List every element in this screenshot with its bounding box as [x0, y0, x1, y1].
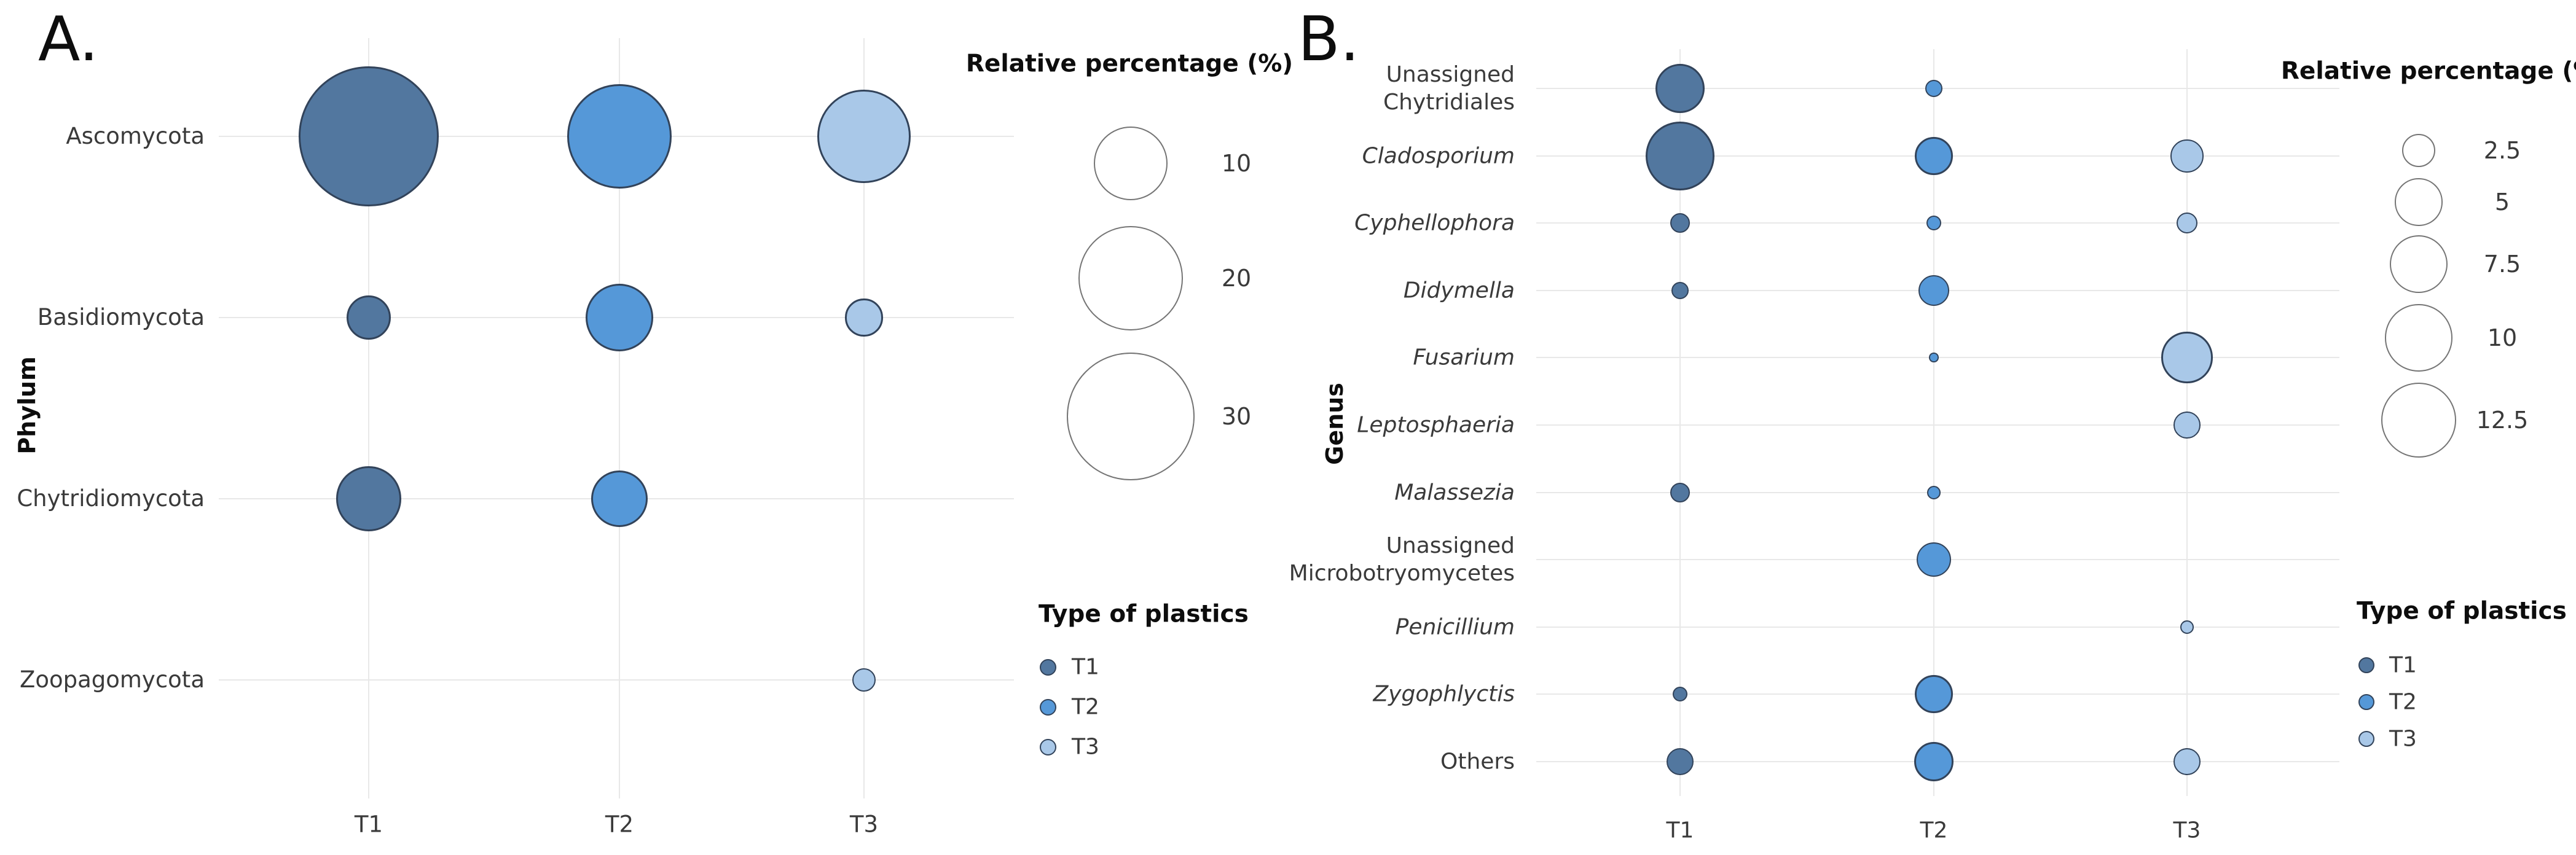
size-legend-label-b-10: 10 [2487, 324, 2518, 351]
size-legend-circle-b-2.5 [2401, 133, 2436, 168]
size-legend-label-a-20: 20 [1221, 265, 1252, 292]
gridline-h-b-5 [1536, 424, 2339, 426]
bubble-b-10-T1 [1666, 748, 1694, 776]
panel-a-label: A. [38, 3, 99, 75]
color-legend-swatch-a-T2 [1039, 698, 1056, 716]
x-tick-a-T2: T2 [605, 811, 634, 838]
gridline-v-b-T1 [1679, 49, 1681, 796]
size-legend-circle-b-7.5 [2389, 235, 2448, 294]
bubble-b-4-T3 [2161, 332, 2213, 383]
x-tick-b-T3: T3 [2173, 818, 2201, 843]
bubble-b-8-T3 [2180, 620, 2194, 634]
color-legend-swatch-a-T3 [1039, 738, 1056, 755]
bubble-b-10-T2 [1914, 741, 1954, 782]
color-legend-swatch-b-T2 [2358, 694, 2374, 710]
y-tick-b-7: Unassigned Microbotryomycetes [1289, 533, 1515, 586]
y-tick-b-3: Didymella [1403, 278, 1515, 303]
bubble-b-0-T1 [1655, 63, 1705, 114]
bubble-a-2-T2 [591, 470, 648, 528]
color-legend-label-a-T1: T1 [1072, 654, 1099, 680]
bubble-b-2-T2 [1926, 215, 1942, 231]
bubble-a-0-T2 [567, 84, 672, 189]
y-tick-a-2: Chytridiomycota [17, 485, 205, 512]
bubble-b-4-T2 [1929, 353, 1939, 362]
bubble-a-1-T3 [845, 299, 883, 337]
size-legend-circle-b-10 [2385, 304, 2452, 372]
color-legend-label-b-T3: T3 [2389, 726, 2417, 752]
gridline-v-a-T3 [863, 38, 865, 798]
bubble-b-6-T1 [1670, 482, 1690, 503]
color-legend-label-b-T2: T2 [2389, 689, 2417, 715]
bubble-b-2-T3 [2176, 212, 2198, 234]
gridline-v-a-T1 [368, 38, 369, 798]
x-tick-a-T3: T3 [849, 811, 879, 838]
y-tick-a-0: Ascomycota [66, 123, 205, 149]
panel-a-color-legend-title: Type of plastics [1039, 600, 1249, 628]
panel-a-y-axis-title: Phylum [14, 356, 41, 455]
panel-b-color-legend-title: Type of plastics [2357, 597, 2567, 625]
bubble-a-0-T1 [299, 66, 439, 206]
y-tick-a-3: Zoopagomycota [19, 666, 205, 693]
bubble-b-1-T2 [1915, 137, 1953, 175]
size-legend-circle-a-10 [1094, 127, 1168, 200]
color-legend-swatch-b-T3 [2358, 731, 2374, 747]
x-tick-b-T2: T2 [1920, 818, 1948, 843]
size-legend-circle-b-12.5 [2381, 383, 2456, 458]
x-tick-b-T1: T1 [1666, 818, 1694, 843]
size-legend-label-b-2.5: 2.5 [2483, 137, 2521, 164]
y-tick-b-10: Others [1440, 749, 1515, 775]
y-tick-a-1: Basidiomycota [37, 304, 205, 330]
bubble-a-0-T3 [817, 90, 911, 183]
bubble-a-1-T2 [586, 284, 653, 351]
bubble-b-10-T3 [2173, 748, 2201, 776]
y-tick-b-8: Penicillium [1395, 614, 1515, 640]
bubble-a-1-T1 [347, 295, 391, 340]
bubble-b-3-T2 [1918, 275, 1949, 306]
panel-a-size-legend-title: Relative percentage (%) [965, 50, 1294, 78]
y-tick-b-6: Malassezia [1394, 480, 1515, 506]
y-tick-b-5: Leptosphaeria [1357, 412, 1515, 438]
bubble-a-3-T3 [852, 668, 876, 692]
bubble-b-1-T3 [2170, 139, 2204, 173]
size-legend-circle-a-30 [1067, 353, 1195, 480]
bubble-b-9-T1 [1672, 686, 1688, 702]
bubble-b-5-T3 [2174, 412, 2201, 439]
color-legend-label-a-T3: T3 [1072, 734, 1099, 760]
bubble-b-1-T1 [1646, 122, 1714, 190]
gridline-h-b-8 [1536, 627, 2339, 628]
gridline-h-a-3 [219, 679, 1014, 681]
color-legend-label-b-T1: T1 [2389, 652, 2417, 678]
bubble-b-3-T1 [1671, 281, 1689, 300]
size-legend-label-b-5: 5 [2494, 189, 2510, 216]
size-legend-label-a-10: 10 [1221, 150, 1252, 177]
y-tick-b-2: Cyphellophora [1354, 210, 1515, 236]
y-tick-b-0: Unassigned Chytridiales [1383, 62, 1515, 115]
bubble-b-9-T2 [1915, 675, 1953, 713]
y-tick-b-1: Cladosporium [1362, 143, 1515, 169]
gridline-v-b-T2 [1933, 49, 1934, 796]
y-tick-b-4: Fusarium [1413, 345, 1515, 370]
bubble-b-0-T2 [1925, 79, 1943, 98]
bubble-b-6-T2 [1927, 486, 1941, 499]
size-legend-circle-b-5 [2395, 178, 2443, 226]
size-legend-label-b-7.5: 7.5 [2483, 251, 2521, 278]
x-tick-a-T1: T1 [354, 811, 383, 838]
y-tick-b-9: Zygophlyctis [1373, 681, 1515, 707]
size-legend-label-a-30: 30 [1221, 403, 1252, 430]
size-legend-label-b-12.5: 12.5 [2476, 407, 2529, 434]
size-legend-circle-a-20 [1078, 226, 1183, 330]
color-legend-swatch-b-T1 [2358, 657, 2374, 673]
bubble-b-7-T2 [1916, 542, 1952, 577]
gridline-v-a-T2 [619, 38, 620, 798]
color-legend-swatch-a-T1 [1039, 658, 1056, 676]
color-legend-label-a-T2: T2 [1072, 694, 1099, 720]
bubble-b-2-T1 [1670, 213, 1690, 233]
bubble-a-2-T1 [336, 466, 401, 531]
panel-b-size-legend-title: Relative percentage (%) [2280, 57, 2576, 85]
panel-b-label: B. [1298, 3, 1360, 75]
